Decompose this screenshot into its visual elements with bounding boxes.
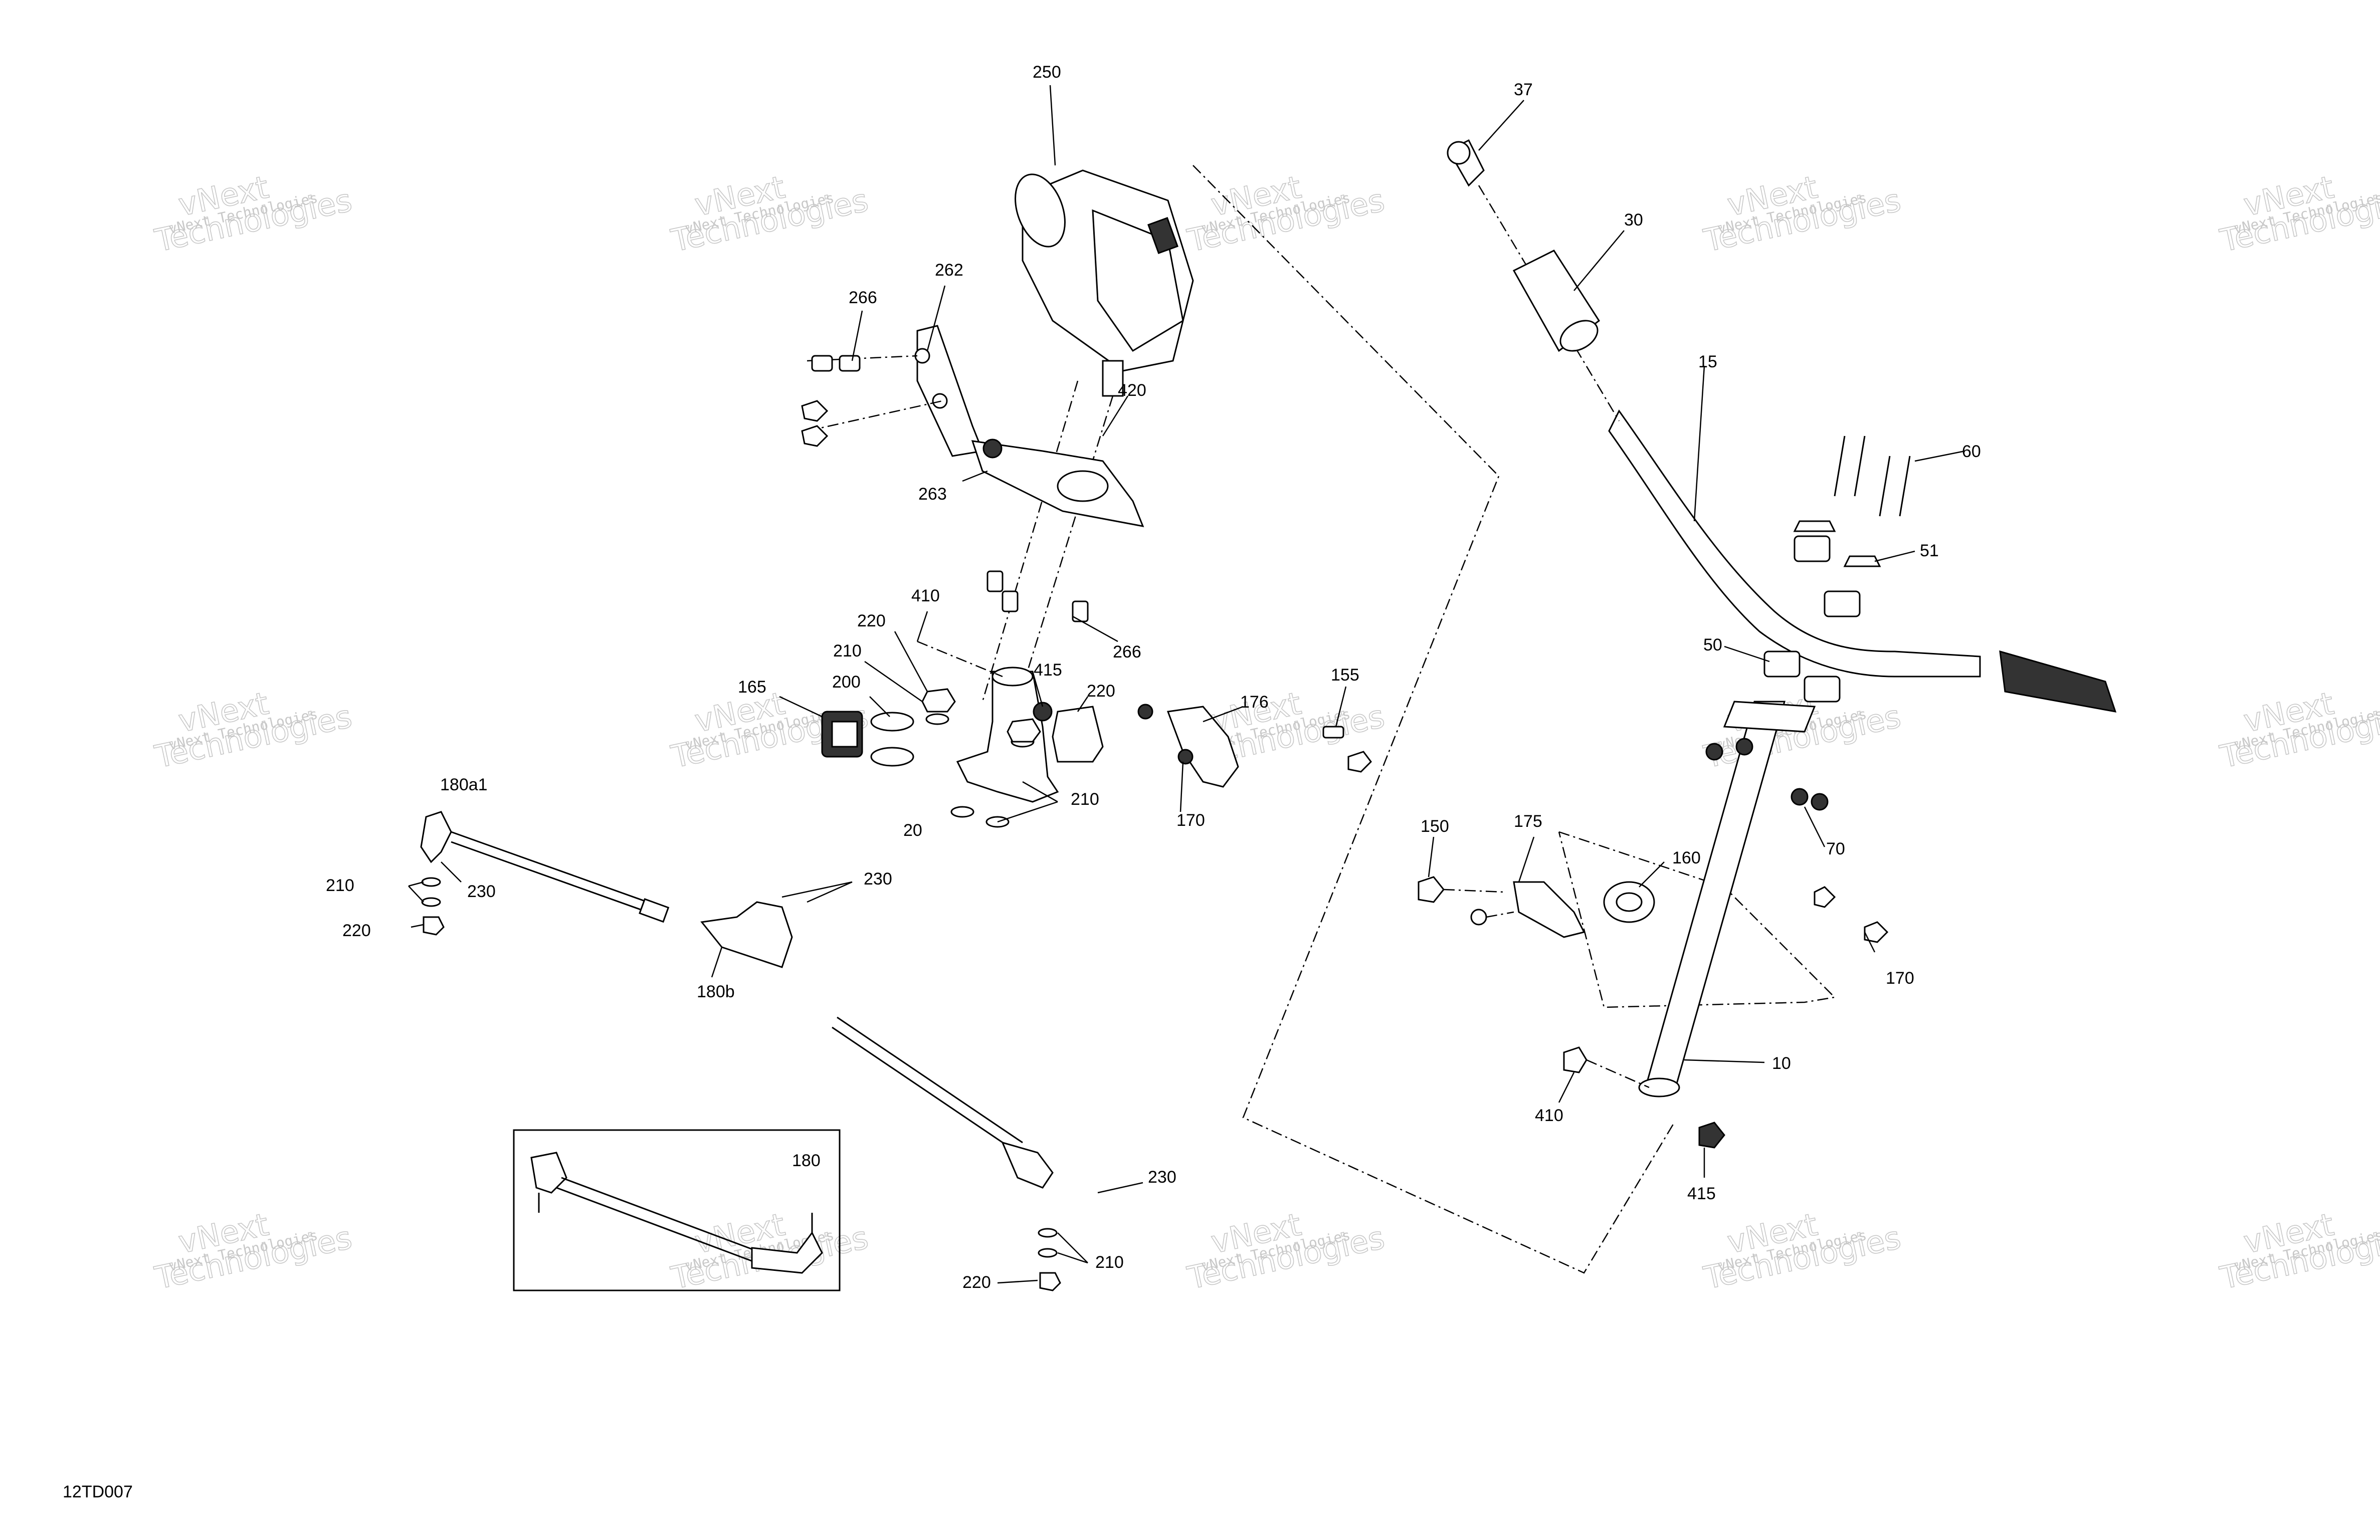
callout-210: 210 [1095, 1253, 1124, 1272]
callout-170: 170 [1886, 969, 1914, 988]
callout-150: 150 [1421, 817, 1449, 836]
assembly-outline-main [1193, 165, 1675, 1274]
inset-box-180 [513, 1129, 841, 1291]
callout-220: 220 [857, 611, 886, 630]
grip-30 [1512, 250, 1601, 352]
callout-165: 165 [738, 678, 766, 697]
callout-263: 263 [918, 485, 947, 504]
callout-266: 266 [1113, 642, 1141, 662]
rings-200 [870, 712, 914, 767]
diagram-code: 12TD007 [63, 1482, 133, 1501]
bracket-262 [807, 325, 984, 457]
watermark: vNext Technologies vNext Technologies [2217, 1206, 2380, 1297]
callout-180: 180 [792, 1151, 821, 1170]
bolt-410 [1563, 1046, 1650, 1088]
callout-230: 230 [1148, 1168, 1176, 1187]
callout-labels: 250 37 30 262 266 420 263 15 60 51 410 2… [326, 63, 1981, 1292]
callout-170: 170 [1176, 811, 1205, 830]
callout-220: 220 [1087, 682, 1115, 701]
leader-lines [408, 85, 1965, 1284]
washers-nuts-210-220 [921, 688, 1041, 828]
callout-37: 37 [1514, 80, 1533, 99]
callout-420: 420 [1118, 381, 1146, 400]
watermark: vNext Technologies vNext Technologies [1700, 168, 1904, 260]
bolts-266 [801, 355, 1089, 622]
bracket-176 [1137, 704, 1239, 788]
callout-70: 70 [1826, 839, 1845, 858]
callout-230: 230 [864, 869, 892, 889]
watermark: vNext Technologies vNext Technologies [151, 1206, 355, 1297]
handlebar-15 [1478, 185, 2117, 713]
clamp-bolts-60 [1834, 435, 1911, 517]
nuts-170 [1814, 886, 1889, 943]
callout-60: 60 [1962, 442, 1981, 461]
callout-415: 415 [1687, 1184, 1716, 1203]
callout-176: 176 [1240, 693, 1269, 712]
tie-rod-180a1 [420, 811, 670, 936]
watermark: vNext Technologies vNext Technologies [668, 168, 872, 260]
callout-250: 250 [1033, 63, 1061, 82]
watermark: vNext Technologies vNext Technologies [151, 685, 355, 776]
bolt-155 [1322, 726, 1372, 773]
callout-410: 410 [911, 586, 940, 605]
watermark: vNext Technologies vNext Technologies [2217, 685, 2380, 776]
watermark: vNext Technologies vNext Technologies [1700, 1206, 1904, 1297]
callout-30: 30 [1624, 210, 1643, 230]
bearing-cap-220 [1052, 706, 1104, 763]
callout-210: 210 [1071, 790, 1099, 809]
steering-column-10 [1638, 701, 1829, 1097]
watermark: vNext Technologies vNext Technologies [151, 168, 355, 260]
callout-220: 220 [342, 921, 371, 940]
power-steering-unit [981, 169, 1194, 752]
watermark-layer: vNext Technologies vNext Technologies vN… [151, 168, 2380, 1297]
bushing-160 [1603, 881, 1655, 923]
callout-160: 160 [1672, 848, 1701, 867]
clamps-50-51 [1763, 520, 1881, 703]
nut-415b [1698, 1122, 1725, 1149]
callout-180a1: 180a1 [440, 775, 488, 794]
callout-220: 220 [962, 1273, 991, 1292]
callout-262: 262 [935, 261, 963, 280]
callout-210: 210 [326, 876, 354, 895]
callout-15: 15 [1698, 352, 1717, 371]
tie-rod-180b [700, 901, 1061, 1291]
bearing-165 [821, 711, 863, 758]
watermark: vNext Technologies vNext Technologies [1184, 1206, 1388, 1297]
callout-175: 175 [1514, 812, 1542, 831]
callout-10: 10 [1772, 1054, 1791, 1073]
bracket-263 [971, 438, 1144, 527]
watermark: vNext Technologies vNext Technologies [2217, 168, 2380, 260]
callout-200: 200 [832, 673, 861, 692]
callout-410: 410 [1535, 1106, 1563, 1125]
callout-230: 230 [467, 882, 496, 901]
callout-20: 20 [903, 821, 922, 840]
watermark: vNext Technologies vNext Technologies [1184, 168, 1388, 260]
callout-415: 415 [1034, 661, 1062, 680]
nut-415 [1033, 702, 1053, 722]
assembly-outline-bracket [1558, 831, 1836, 1008]
bracket-175 [1470, 881, 1585, 938]
callout-180b: 180b [697, 982, 735, 1001]
callout-266: 266 [849, 288, 877, 307]
callout-210: 210 [833, 641, 862, 661]
bar-end-37 [1447, 139, 1485, 187]
callout-50: 50 [1703, 635, 1722, 654]
bolt-150 [1418, 876, 1504, 903]
callout-155: 155 [1331, 666, 1359, 685]
callout-51: 51 [1920, 541, 1939, 560]
